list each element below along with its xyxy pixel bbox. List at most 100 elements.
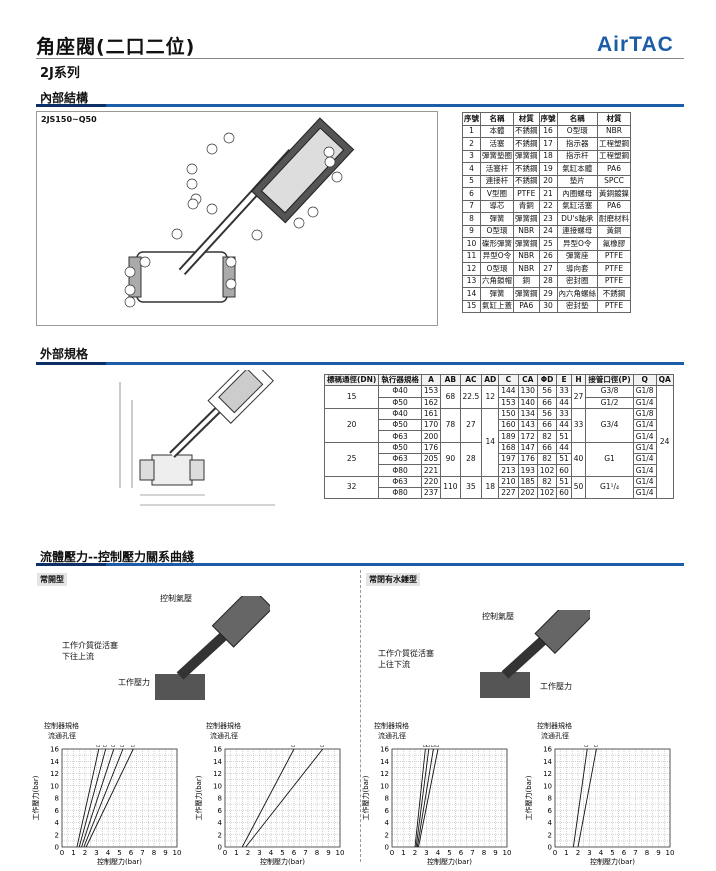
- right-work-label: 工作壓力: [540, 682, 572, 691]
- right-valve-diagram: [480, 610, 590, 698]
- series-name: DN25/Φ80: [291, 745, 296, 747]
- right-medium-label: 工作介質從活塞上往下流: [378, 649, 434, 669]
- y-tick-label: 4: [548, 819, 553, 827]
- internal-panel-label: 2JS150~Q50: [41, 115, 97, 124]
- y-tick-label: 2: [385, 831, 389, 839]
- parts-table-cell: 內圈螺母: [556, 187, 598, 201]
- y-tick-label: 12: [380, 770, 389, 778]
- section-title-internal: 內部結構: [40, 91, 89, 105]
- dims-table-header: 標稱通徑(DN) 執行器規格 A AB AC AD C CA ΦD E H 接管…: [323, 373, 674, 387]
- chart-1-title: 控制器規格: [44, 722, 79, 730]
- x-tick-label: 4: [436, 849, 441, 857]
- dims-table-cell: Φ50: [378, 441, 422, 455]
- dims-table-cell: 82: [536, 430, 558, 443]
- dims-table-cell: 60: [556, 486, 572, 500]
- y-tick-label: 16: [380, 746, 389, 754]
- series-line: [83, 748, 124, 848]
- dims-table-cell: 170: [420, 419, 442, 432]
- parts-table-cell: 9: [462, 224, 481, 238]
- parts-table-cell: 17: [538, 137, 558, 151]
- x-tick-label: 2: [246, 849, 250, 857]
- parts-table-cell: 20: [538, 174, 558, 188]
- x-tick-label: 0: [223, 849, 227, 857]
- parts-table-cell: 4: [462, 162, 481, 176]
- parts-table-cell: 22: [538, 199, 558, 213]
- y-tick-label: 0: [55, 844, 59, 852]
- internal-structure-panel: 2JS150~Q50: [36, 111, 438, 326]
- parts-table-cell: 10: [462, 237, 481, 251]
- dims-table-cell: 102: [536, 486, 558, 500]
- parts-table-cell: 工程塑鋼: [597, 149, 631, 163]
- section-bar-internal: [36, 104, 684, 107]
- dims-table-cell: 172: [517, 430, 538, 443]
- dims-table-cell: 147: [517, 441, 538, 455]
- x-tick-label: 8: [645, 849, 649, 857]
- parts-header-cell: 名稱: [556, 112, 598, 126]
- parts-table-cell: 不銹鋼: [597, 287, 631, 301]
- parts-table-cell: 24: [538, 224, 558, 238]
- dims-header-cell: 執行器規格: [378, 373, 422, 387]
- chart-3-title: 控制器規格: [374, 722, 409, 730]
- dims-table-cell: Φ63: [378, 453, 422, 466]
- right-control-label: 控制氣壓: [482, 612, 514, 621]
- parts-header-cell: 名稱: [480, 112, 514, 126]
- parts-table-cell: 耐磨材料: [597, 212, 631, 226]
- parts-table-cell: 導向套: [556, 262, 598, 276]
- left-control-label: 控制氣壓: [160, 594, 192, 603]
- parts-table-cell: NBR: [597, 124, 631, 138]
- series-label: 2J系列: [40, 66, 80, 81]
- parts-table-cell: 活塞杆: [480, 162, 514, 176]
- series-name: DN32/Φ63: [130, 745, 135, 747]
- x-tick-label: 5: [280, 849, 284, 857]
- parts-table-cell: 黃銅: [597, 224, 631, 238]
- series-name: DN32/Φ80: [320, 745, 325, 747]
- y-tick-label: 14: [543, 758, 552, 766]
- dims-table-cell: 40: [570, 441, 587, 477]
- x-tick-label: 7: [303, 849, 307, 857]
- y-tick-label: 8: [548, 795, 552, 803]
- parts-table-cell: 密封圈: [556, 274, 598, 288]
- y-tick-label: 6: [385, 807, 390, 815]
- x-tick-label: 4: [269, 849, 274, 857]
- chart-2-title: 控制器規格: [206, 722, 241, 730]
- dims-table-cell: 66: [536, 396, 558, 409]
- chart-3-subtitle: 流通孔徑: [378, 732, 406, 740]
- x-tick-label: 8: [152, 849, 156, 857]
- y-tick-label: 12: [50, 770, 59, 778]
- y-tick-label: 16: [213, 746, 222, 754]
- dims-table-cell: G1/4: [632, 441, 657, 455]
- chart-3: 控制器規格 流通孔徑: [374, 721, 409, 741]
- x-tick-label: 3: [587, 849, 591, 857]
- x-tick-label: 1: [71, 849, 75, 857]
- parts-table-cell: 指示器: [556, 137, 598, 151]
- y-tick-label: 8: [385, 795, 389, 803]
- parts-table-cell: 8: [462, 212, 481, 226]
- plot-frame: [224, 748, 341, 848]
- dims-table-cell: G1/8: [632, 385, 657, 398]
- parts-table-cell: 內六角螺絲: [556, 287, 598, 301]
- dims-header-cell: AC: [459, 373, 483, 387]
- x-tick-label: 10: [336, 849, 345, 857]
- dims-table-cell: G1/4: [632, 464, 657, 477]
- dims-table-cell: 66: [536, 441, 558, 455]
- x-tick-label: 2: [83, 849, 87, 857]
- parts-table-cell: 11: [462, 249, 481, 263]
- parts-table-cell: O型環: [480, 262, 514, 276]
- left-valve-diagram: [155, 596, 270, 700]
- parts-table-cell: 29: [538, 287, 558, 301]
- brand-logo: AirTAC: [597, 33, 674, 56]
- parts-table-cell: 1: [462, 124, 481, 138]
- parts-table-cell: 彈簧鋼: [513, 237, 540, 251]
- y-tick-label: 8: [218, 795, 222, 803]
- dims-table-cell: 221: [420, 464, 442, 477]
- dims-table-cell: 185: [517, 475, 538, 488]
